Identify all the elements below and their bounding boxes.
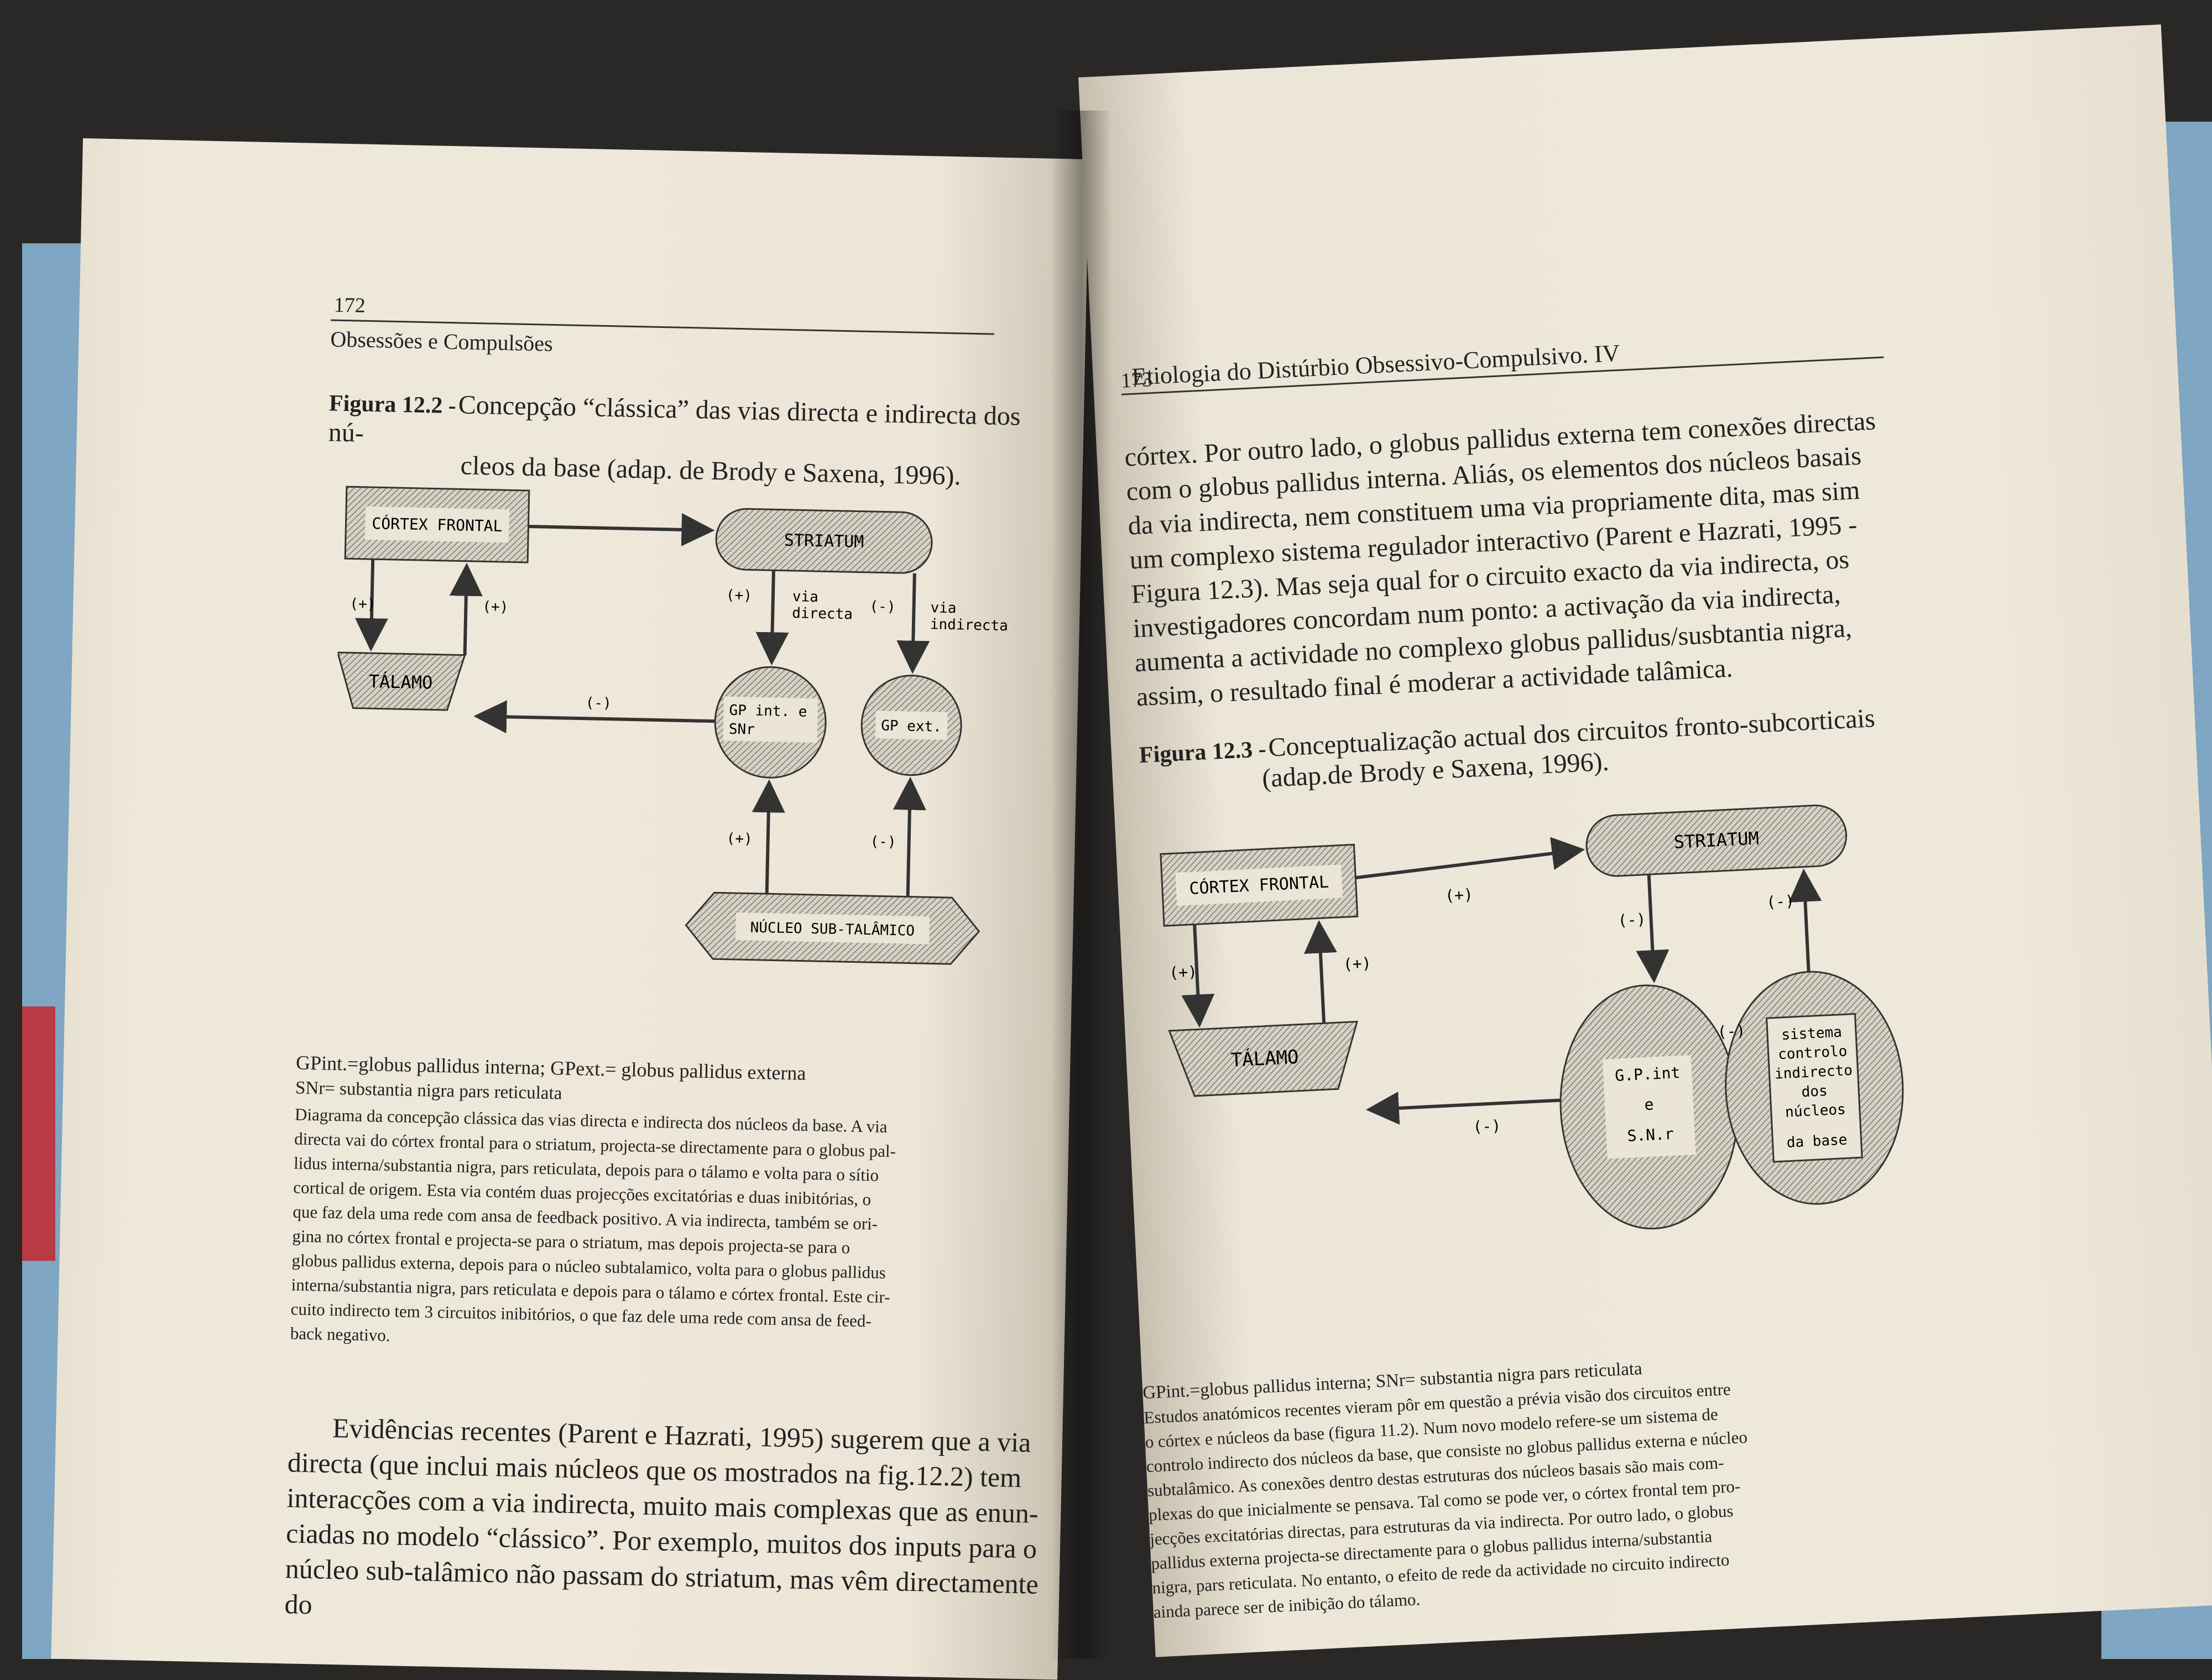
via-indirecta-label-2: indirecta <box>930 616 1008 634</box>
book-spine-shadow <box>1051 111 1112 1659</box>
minus-label: (-) <box>1717 1021 1746 1041</box>
plus-label: (+) <box>482 598 509 615</box>
talamo-cortex-arrow <box>1303 920 1337 1024</box>
gp-int-label-2: e <box>1644 1095 1654 1114</box>
figure-description: Estudos anatómicos recentes vieram pôr e… <box>1143 1366 1955 1624</box>
gp-int-label-1: GP int. e <box>729 702 807 721</box>
page-number: 172 <box>333 293 366 317</box>
sistema-label-4: dos <box>1801 1083 1828 1100</box>
plus-label: (+) <box>349 596 376 613</box>
right-page: 173 Etiologia do Distúrbio Obsessivo-Com… <box>1078 24 2212 1657</box>
sistema-label-2: controlo <box>1777 1043 1848 1063</box>
talamo-box <box>336 651 466 711</box>
figure-label: Figura 12.2 - <box>328 390 457 419</box>
gp-int-label-bg <box>723 696 818 743</box>
cortex-label-bg <box>1175 864 1343 906</box>
striatum-gpint-arrow <box>755 570 789 666</box>
cortex-label: CÓRTEX FRONTAL <box>372 514 503 535</box>
cover-red-stripe <box>22 1006 55 1261</box>
talamo-box <box>1168 1020 1359 1097</box>
running-head: Obsessões e Compulsões <box>330 326 554 356</box>
nucleo-label-bg <box>735 912 930 945</box>
left-page: 172 Obsessões e Compulsões Figura 12.2 -… <box>51 138 1089 1680</box>
minus-label: (-) <box>869 598 896 615</box>
striatum-label: STRIATUM <box>784 531 864 552</box>
cortex-striatum-arrow <box>1355 837 1585 880</box>
plus-label: (+) <box>726 587 753 604</box>
striatum-box <box>715 508 933 574</box>
figure-caption: Figura 12.3 - Conceptualização actual do… <box>1139 701 1915 800</box>
sistema-label-1: sistema <box>1781 1024 1843 1044</box>
plus-label: (+) <box>1168 962 1197 982</box>
gp-int-label-3: S.N.r <box>1627 1125 1674 1145</box>
talamo-label: TÁLAMO <box>1230 1046 1300 1072</box>
minus-label: (-) <box>870 833 896 851</box>
talamo-label: TÁLAMO <box>368 671 432 693</box>
via-directa-label-2: directa <box>792 605 853 623</box>
minus-label: (-) <box>1473 1116 1501 1136</box>
gp-ext-label: GP ext. <box>881 717 942 735</box>
minus-label: (-) <box>1618 910 1646 930</box>
figure-12-3-diagram: CÓRTEX FRONTAL STRIATUM (+) TÁLAMO (+) (… <box>1160 804 1904 1230</box>
striatum-label: STRIATUM <box>1673 828 1760 853</box>
nucleo-gpext-arrow <box>893 776 926 897</box>
plus-label: (+) <box>1444 885 1473 905</box>
plus-label: (+) <box>726 831 753 848</box>
minus-label: (-) <box>1766 892 1795 911</box>
cortex-talamo-arrow <box>354 559 388 652</box>
gp-talamo-arrow <box>1365 1091 1561 1125</box>
striatum-gp-arrow <box>1636 874 1670 984</box>
gp-ext-label-bg <box>875 711 948 740</box>
sistema-label-5: núcleos <box>1785 1101 1846 1120</box>
striatum-gpext-arrow <box>896 573 930 674</box>
minus-label: (-) <box>585 695 612 712</box>
talamo-cortex-arrow <box>449 562 483 655</box>
body-text: Evidências recentes (Parent e Hazrati, 1… <box>284 1409 1063 1637</box>
nucleo-gpint-arrow <box>752 779 785 894</box>
gp-int-label-2: SNr <box>729 721 755 738</box>
gp-int-label-bg <box>1602 1055 1696 1159</box>
figure-12-2-diagram: CÓRTEX FRONTAL STRIATUM TÁLAMO (+) (+) G… <box>336 486 1008 965</box>
via-indirecta-label-1: via <box>930 599 957 617</box>
cortex-label-bg <box>364 506 510 543</box>
nucleo-label: NÚCLEO SUB-TALÂMICO <box>750 919 915 940</box>
sistema-striatum-arrow <box>1788 868 1822 972</box>
cortex-talamo-arrow <box>1181 924 1215 1028</box>
sistema-label-box <box>1766 1013 1863 1163</box>
gp-int-label-1: G.P.int <box>1615 1063 1681 1085</box>
plus-label: (+) <box>1343 954 1371 973</box>
cortex-striatum-arrow <box>528 513 715 546</box>
figure-label: Figura 12.3 - <box>1138 736 1267 769</box>
body-text: córtex. Por outro lado, o globus pallidu… <box>1124 403 1911 714</box>
sistema-label-3: indirecto <box>1774 1062 1853 1083</box>
running-head: Etiologia do Distúrbio Obsessivo-Compuls… <box>1131 339 1621 390</box>
figure-description: Diagrama da concepção clássica das vias … <box>290 1102 1041 1361</box>
gpint-talamo-arrow <box>473 700 716 734</box>
sistema-label-6: da base <box>1786 1131 1848 1151</box>
via-directa-label-1: via <box>792 588 819 606</box>
striatum-box <box>1585 804 1848 877</box>
